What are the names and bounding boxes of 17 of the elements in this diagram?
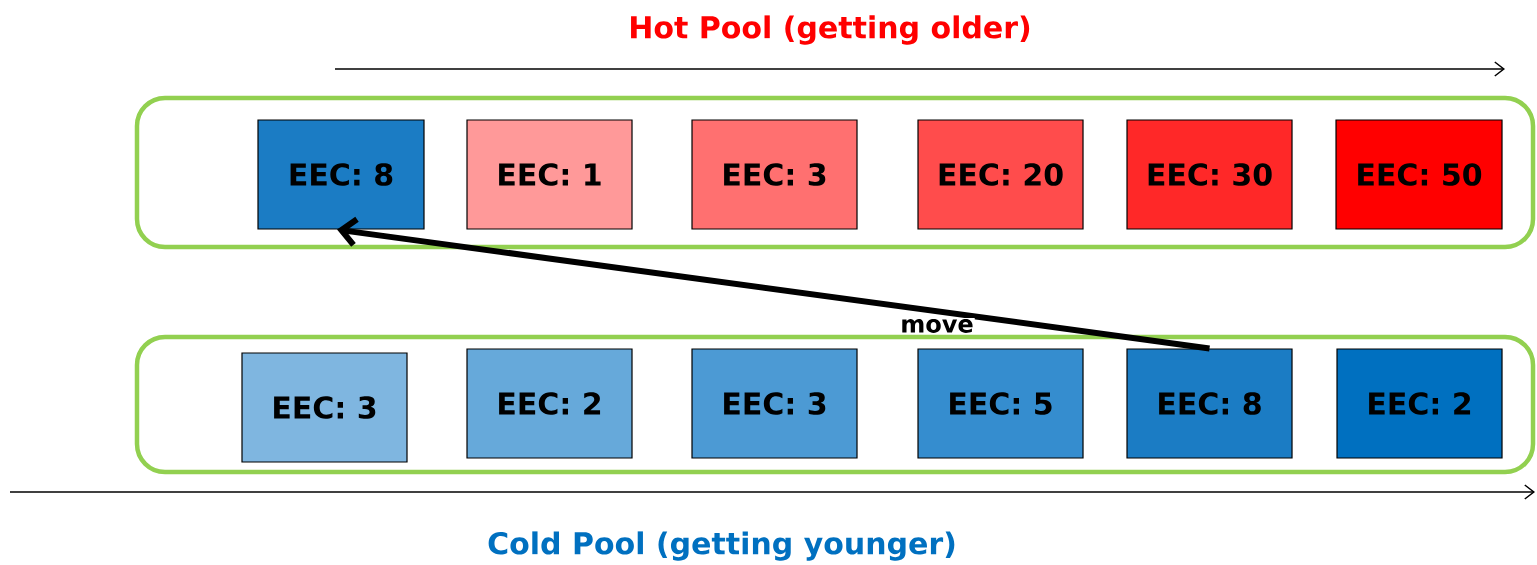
block-box: EEC: 2 bbox=[1336, 348, 1503, 459]
block-box: EEC: 8 bbox=[257, 119, 425, 230]
block-box: EEC: 5 bbox=[917, 348, 1084, 459]
block-box: EEC: 3 bbox=[691, 348, 858, 459]
pool-container bbox=[134, 95, 1536, 250]
block-box: EEC: 30 bbox=[1126, 119, 1293, 230]
pool-title: Cold Pool (getting younger) bbox=[488, 531, 955, 561]
edge-label: move bbox=[899, 318, 975, 334]
pool-title: Hot Pool (getting older) bbox=[631, 15, 1030, 45]
pool-container bbox=[134, 334, 1536, 475]
block-box: EEC: 20 bbox=[917, 119, 1084, 230]
block-box: EEC: 8 bbox=[1126, 348, 1293, 459]
block-box: EEC: 3 bbox=[691, 119, 858, 230]
block-box: EEC: 1 bbox=[466, 119, 633, 230]
block-box: EEC: 3 bbox=[241, 352, 408, 463]
block-box: EEC: 2 bbox=[466, 348, 633, 459]
block-box: EEC: 50 bbox=[1335, 119, 1503, 230]
